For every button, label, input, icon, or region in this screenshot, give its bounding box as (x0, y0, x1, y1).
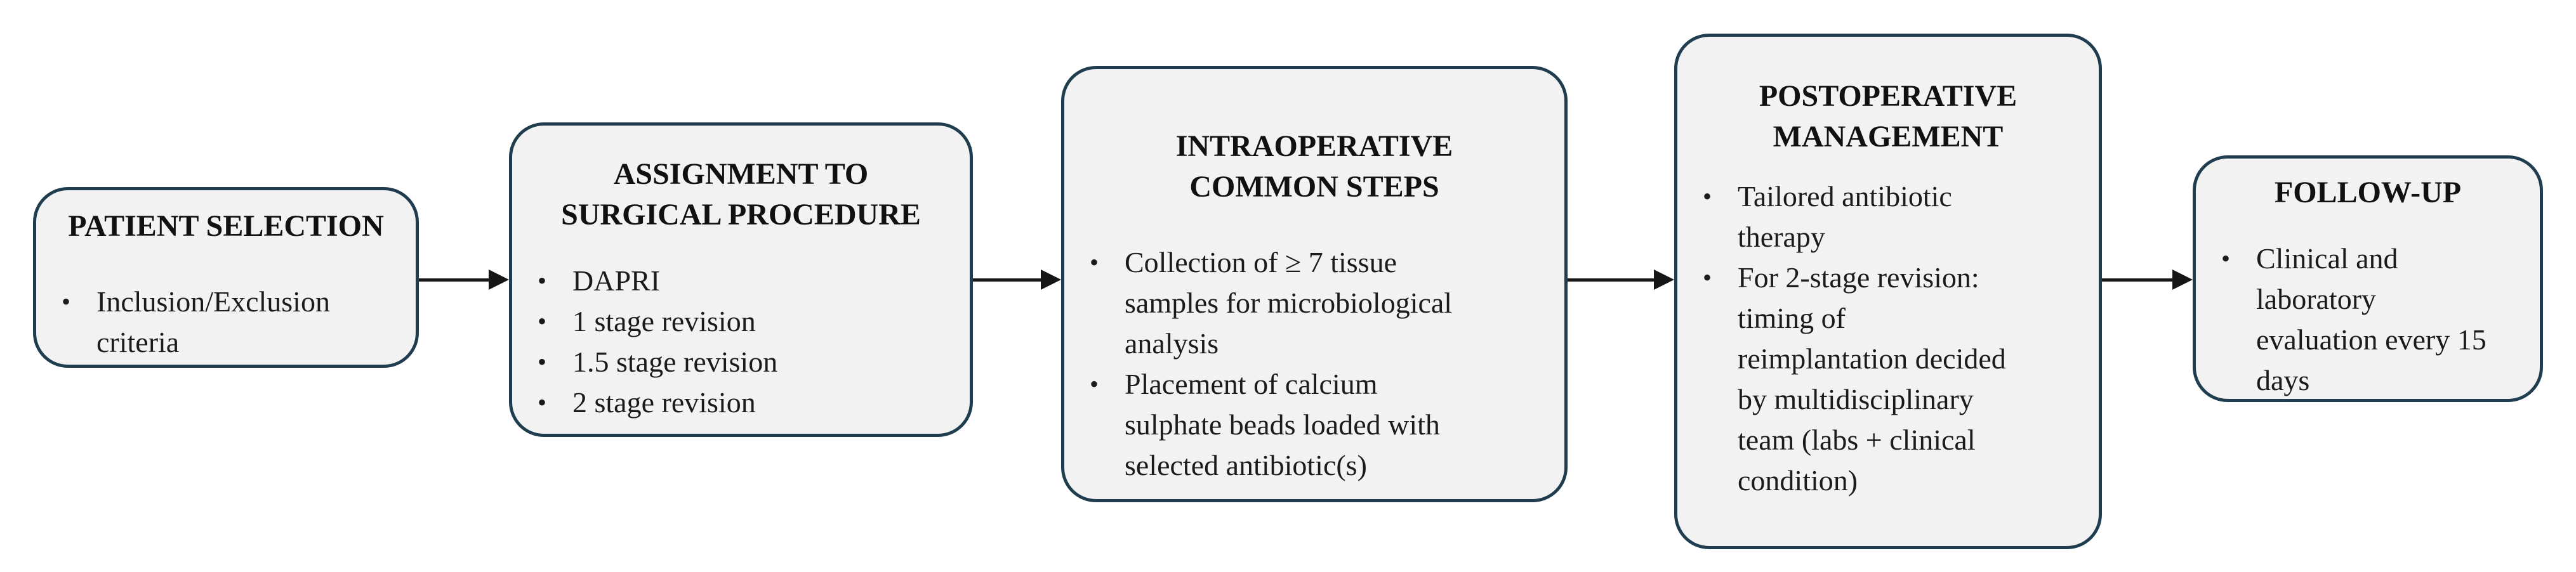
bullet-item: • Collection of ≥ 7 tissue samples for m… (1064, 242, 1552, 364)
stage-title: INTRAOPERATIVE COMMON STEPS (1175, 129, 1453, 204)
bullet-marker: • (1090, 370, 1099, 398)
arrowhead-icon (1041, 270, 1061, 290)
bullet-text: Tailored antibiotic therapy (1738, 180, 1952, 253)
bullet-text: Placement of calcium sulphate beads load… (1125, 368, 1440, 481)
stage-title: PATIENT SELECTION (68, 209, 384, 243)
stage-bullet-list: • Collection of ≥ 7 tissue samples for m… (1064, 242, 1564, 486)
bullet-marker: • (538, 266, 547, 295)
arrow-line (1568, 278, 1654, 282)
bullet-item: • Tailored antibiotic therapy (1677, 176, 2083, 257)
bullet-item: • Inclusion/Exclusion criteria (36, 282, 416, 363)
flow-arrow-4 (2102, 268, 2193, 291)
bullet-text: Clinical and laboratory evaluation every… (2256, 242, 2487, 396)
bullet-item: • 2 stage revision (512, 382, 970, 423)
stage-bullet-list: • Clinical and laboratory evaluation eve… (2196, 238, 2540, 401)
arrow-line (419, 278, 489, 282)
bullet-marker: • (1090, 248, 1099, 276)
stage-bullet-list: • Tailored antibiotic therapy • For 2-st… (1677, 176, 2099, 501)
arrowhead-icon (2172, 270, 2193, 290)
bullet-text: DAPRI (572, 264, 661, 297)
bullet-text: 2 stage revision (572, 386, 756, 419)
bullet-text: 1.5 stage revision (572, 346, 778, 378)
bullet-item: • Clinical and laboratory evaluation eve… (2196, 238, 2524, 401)
stage-box-surgical-procedure-assignment: ASSIGNMENT TO SURGICAL PROCEDURE • DAPRI… (509, 122, 973, 437)
bullet-marker: • (62, 287, 71, 316)
stage-title: POSTOPERATIVE MANAGEMENT (1759, 79, 2018, 153)
bullet-text: 1 stage revision (572, 305, 756, 337)
stage-box-intraoperative-common-steps: INTRAOPERATIVE COMMON STEPS • Collection… (1061, 66, 1568, 502)
flow-arrow-1 (419, 268, 509, 291)
bullet-item: • 1 stage revision (512, 301, 970, 342)
flow-arrow-3 (1568, 268, 1674, 291)
arrow-line (2102, 278, 2172, 282)
flow-arrow-2 (973, 268, 1061, 291)
bullet-item: • Placement of calcium sulphate beads lo… (1064, 364, 1552, 486)
bullet-marker: • (538, 348, 547, 376)
bullet-marker: • (538, 307, 547, 335)
arrowhead-icon (1654, 270, 1674, 290)
stage-box-follow-up: FOLLOW-UP • Clinical and laboratory eval… (2193, 155, 2543, 402)
stage-title: FOLLOW-UP (2274, 176, 2462, 209)
bullet-marker: • (1703, 263, 1712, 292)
bullet-item: • DAPRI (512, 261, 970, 301)
bullet-item: • 1.5 stage revision (512, 342, 970, 382)
stage-bullet-list: • Inclusion/Exclusion criteria (36, 282, 416, 363)
bullet-text: Collection of ≥ 7 tissue samples for mic… (1125, 246, 1453, 360)
stage-bullet-list: • DAPRI • 1 stage revision • 1.5 stage r… (512, 261, 970, 423)
stage-box-patient-selection: PATIENT SELECTION • Inclusion/Exclusion … (33, 187, 419, 368)
bullet-marker: • (538, 388, 547, 417)
bullet-marker: • (1703, 182, 1712, 211)
bullet-text: For 2-stage revision: timing of reimplan… (1738, 261, 2006, 497)
arrowhead-icon (489, 270, 509, 290)
bullet-marker: • (2221, 244, 2231, 273)
bullet-text: Inclusion/Exclusion criteria (96, 285, 330, 358)
stage-title: ASSIGNMENT TO SURGICAL PROCEDURE (561, 157, 921, 231)
bullet-item: • For 2-stage revision: timing of reimpl… (1677, 257, 2083, 501)
stage-box-postoperative-management: POSTOPERATIVE MANAGEMENT • Tailored anti… (1674, 34, 2102, 549)
arrow-line (973, 278, 1041, 282)
